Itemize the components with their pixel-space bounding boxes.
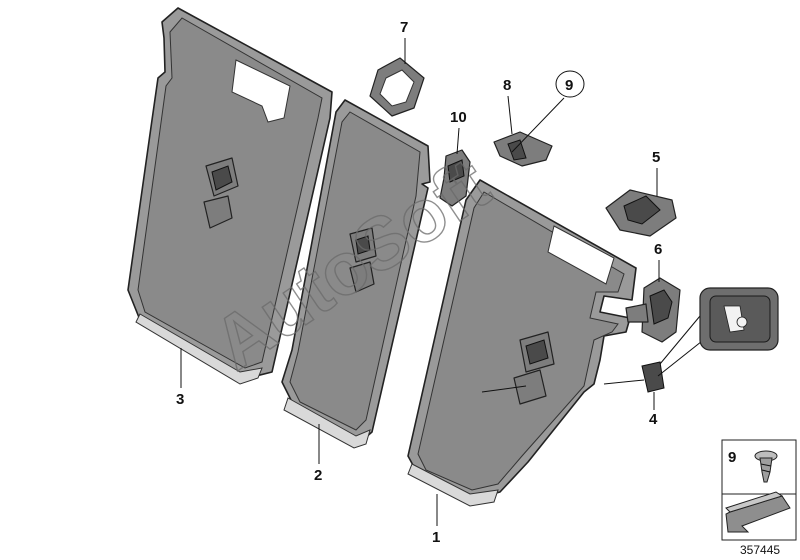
panel-1 [407, 179, 637, 507]
callout-7: 7 [400, 19, 408, 64]
legend-item-number: 9 [728, 449, 736, 466]
callout-9-circled: 9 [555, 70, 585, 98]
svg-text:5: 5 [652, 149, 660, 166]
panel-3 [127, 7, 333, 385]
panel-2 [281, 99, 431, 449]
part-4-switch [641, 315, 717, 393]
svg-text:6: 6 [654, 241, 662, 258]
svg-text:9: 9 [565, 77, 573, 94]
svg-text:10: 10 [450, 109, 467, 126]
part-8-cover [493, 97, 565, 167]
part-5-trim [605, 189, 677, 237]
svg-text:2: 2 [314, 467, 322, 484]
svg-text:4: 4 [649, 411, 658, 428]
svg-text:7: 7 [400, 19, 408, 36]
callout-10: 10 [450, 109, 467, 155]
legend-box: 9 [721, 439, 797, 541]
part-10-latch [439, 149, 471, 207]
part-7-clip [369, 57, 425, 117]
switch-detail-icon [699, 287, 779, 351]
callout-3: 3 [176, 348, 184, 408]
diagram-number: 357445 [740, 543, 780, 557]
callout-2: 2 [314, 424, 322, 484]
callout-4: 4 [603, 379, 658, 428]
svg-text:3: 3 [176, 391, 184, 408]
screw-icon [754, 450, 778, 483]
svg-text:1: 1 [432, 529, 440, 546]
part-6-handle [625, 277, 681, 343]
callout-5: 5 [652, 149, 660, 196]
callout-6: 6 [654, 241, 662, 282]
arrow-icon [725, 491, 791, 533]
callout-8: 8 [503, 77, 513, 135]
svg-text:8: 8 [503, 77, 511, 94]
callout-1: 1 [432, 494, 440, 546]
